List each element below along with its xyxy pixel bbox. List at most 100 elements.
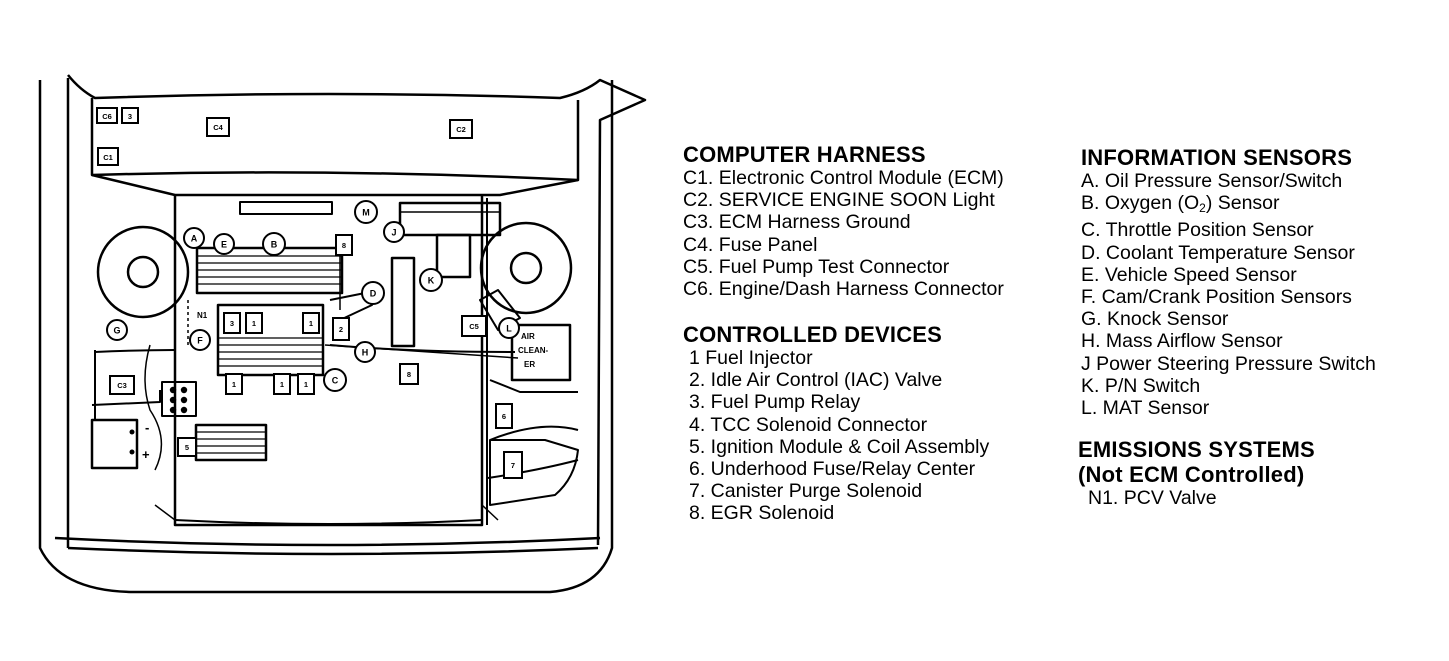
- svg-text:G: G: [113, 326, 120, 336]
- legend-item-2: 2. Idle Air Control (IAC) Valve: [689, 369, 943, 392]
- svg-text:1: 1: [309, 319, 313, 328]
- box-1-c: 1: [225, 373, 243, 395]
- circle-j: J: [383, 221, 405, 243]
- svg-text:C6: C6: [102, 112, 112, 121]
- legend-item-7: 7. Canister Purge Solenoid: [689, 480, 923, 503]
- svg-text:1: 1: [280, 380, 284, 389]
- circle-f: F: [189, 329, 211, 351]
- air-cleaner-line3: ER: [524, 360, 535, 369]
- svg-text:J: J: [391, 228, 396, 238]
- battery-plus: +: [142, 447, 150, 462]
- controlled-devices-legend: CONTROLLED DEVICES 1 Fuel Injector 2. Id…: [683, 322, 989, 525]
- battery: [90, 418, 139, 470]
- left-strut-tower: [96, 225, 190, 319]
- legend-item-c5: C5. Fuel Pump Test Connector: [683, 255, 950, 278]
- box-6: 6: [495, 403, 513, 429]
- legend-item-j: J Power Steering Pressure Switch: [1081, 352, 1376, 375]
- legend-item-d: D. Coolant Temperature Sensor: [1081, 241, 1355, 264]
- computer-harness-title: COMPUTER HARNESS: [683, 142, 926, 167]
- svg-text:8: 8: [342, 241, 346, 250]
- emissions-systems-title: EMISSIONS SYSTEMS: [1078, 437, 1315, 462]
- emissions-systems-legend: EMISSIONS SYSTEMS (Not ECM Controlled) N…: [1078, 437, 1315, 509]
- emissions-systems-subtitle: (Not ECM Controlled): [1078, 462, 1305, 487]
- legend-item-l: L. MAT Sensor: [1081, 397, 1210, 420]
- box-5: 5: [177, 437, 197, 457]
- box-1-e: 1: [297, 373, 315, 395]
- legend-item-3: 3. Fuel Pump Relay: [689, 391, 861, 414]
- svg-text:7: 7: [511, 461, 515, 470]
- legend-item-5: 5. Ignition Module & Coil Assembly: [689, 435, 990, 458]
- svg-text:M: M: [362, 208, 370, 218]
- box-c2: C2: [449, 119, 473, 139]
- engine-compartment-diagram: C6 3 C1 C4 C2 C3 C5 8 3 1 1 2 1 1 1 8 6 …: [38, 74, 647, 594]
- oxygen-subscript: 2: [1199, 201, 1206, 216]
- air-cleaner: [510, 323, 572, 382]
- engine-block: [173, 195, 484, 527]
- legend-item-a: A. Oil Pressure Sensor/Switch: [1081, 170, 1343, 192]
- svg-text:B: B: [271, 240, 278, 250]
- box-c5: C5: [461, 315, 487, 337]
- legend-item-c4: C4. Fuse Panel: [683, 233, 818, 256]
- circle-e: E: [213, 233, 235, 255]
- legend-item-c1: C1. Electronic Control Module (ECM): [683, 167, 1004, 189]
- svg-text:3: 3: [128, 112, 132, 121]
- svg-text:3: 3: [230, 319, 234, 328]
- svg-text:H: H: [362, 348, 369, 358]
- box-c4: C4: [206, 117, 230, 137]
- box-c3: C3: [109, 375, 135, 395]
- circle-a: A: [183, 227, 205, 249]
- legend-item-c2: C2. SERVICE ENGINE SOON Light: [683, 189, 995, 212]
- circle-l: L: [498, 317, 520, 339]
- box-8-top: 8: [335, 234, 353, 256]
- svg-text:C1: C1: [103, 153, 113, 162]
- hood-outline: [67, 74, 647, 546]
- svg-text:L: L: [506, 324, 512, 334]
- fender-outline: [38, 80, 614, 594]
- information-sensors-title: INFORMATION SENSORS: [1081, 145, 1353, 170]
- circle-b: B: [262, 232, 286, 256]
- air-cleaner-line2: CLEAN-: [518, 346, 549, 355]
- box-c1: C1: [97, 147, 119, 166]
- legend-item-4: 4. TCC Solenoid Connector: [689, 413, 928, 436]
- legend-item-n1: N1. PCV Valve: [1088, 487, 1217, 509]
- legend-item-f: F. Cam/Crank Position Sensors: [1081, 286, 1352, 309]
- legend-item-c3: C3. ECM Harness Ground: [683, 211, 911, 234]
- box-7: 7: [503, 451, 523, 479]
- svg-text:1: 1: [304, 380, 308, 389]
- circle-d: D: [361, 281, 385, 305]
- legend-item-b: B. Oxygen (O2) Sensor: [1081, 192, 1376, 219]
- svg-text:K: K: [428, 276, 435, 286]
- svg-text:C: C: [332, 376, 339, 386]
- svg-text:6: 6: [502, 412, 506, 421]
- information-sensors-legend: INFORMATION SENSORS A. Oil Pressure Sens…: [1081, 145, 1376, 419]
- controlled-devices-title: CONTROLLED DEVICES: [683, 322, 943, 347]
- legend-item-h: H. Mass Airflow Sensor: [1081, 330, 1283, 353]
- svg-text:C3: C3: [117, 381, 127, 390]
- svg-text:8: 8: [407, 370, 411, 379]
- box-3-top: 3: [121, 107, 139, 124]
- svg-text:D: D: [370, 289, 377, 299]
- legend-item-8: 8. EGR Solenoid: [689, 502, 835, 525]
- circle-k: K: [419, 268, 443, 292]
- svg-text:1: 1: [232, 380, 236, 389]
- legend-item-k: K. P/N Switch: [1081, 374, 1201, 397]
- box-4: 8: [399, 363, 419, 385]
- svg-text:C5: C5: [469, 322, 479, 331]
- box-1-b: 1: [302, 312, 320, 334]
- circle-m: M: [354, 200, 378, 224]
- computer-harness-legend: COMPUTER HARNESS C1. Electronic Control …: [683, 142, 1004, 300]
- svg-text:1: 1: [252, 319, 256, 328]
- circle-g: G: [106, 319, 128, 341]
- circle-h: H: [354, 341, 376, 363]
- legend-item-c: C. Throttle Position Sensor: [1081, 219, 1314, 242]
- svg-text:5: 5: [185, 443, 189, 452]
- n1-label: N1: [197, 311, 208, 320]
- legend-item-1: 1 Fuel Injector: [689, 347, 813, 369]
- svg-text:E: E: [221, 240, 227, 250]
- svg-text:C2: C2: [456, 125, 466, 134]
- svg-text:2: 2: [339, 325, 343, 334]
- right-strut-tower: [479, 221, 573, 315]
- air-cleaner-line1: AIR: [521, 332, 535, 341]
- svg-text:C4: C4: [213, 123, 223, 132]
- box-c6: C6: [96, 107, 118, 124]
